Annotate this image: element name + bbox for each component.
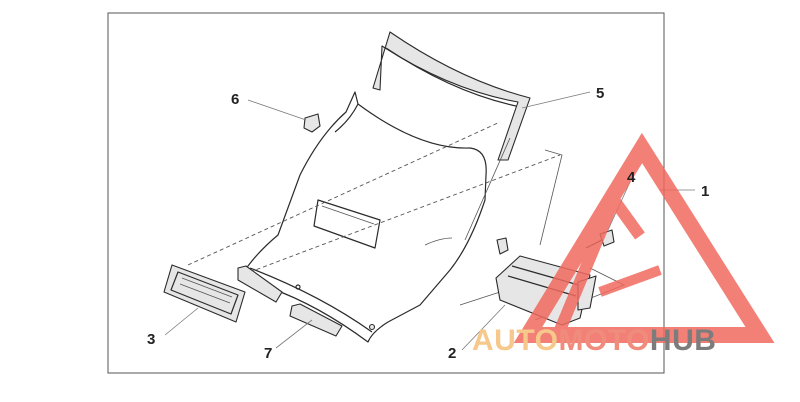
part-5-trim-strip (372, 31, 531, 161)
callout-7: 7 (264, 345, 272, 362)
callout-3: 3 (147, 331, 155, 348)
callout-5: 5 (596, 85, 604, 102)
watermark-part1: AUTO (472, 324, 558, 357)
callout-4: 4 (627, 169, 636, 186)
part-3-vent-grille (163, 264, 246, 323)
watermark-part2: MOTO (558, 324, 649, 357)
clip-near-bracket (496, 237, 509, 255)
windscreen-panel (244, 91, 487, 343)
watermark-text: AUTOMOTOHUB (472, 324, 716, 357)
leader-lines (164, 91, 695, 351)
watermark-triangle-logo (513, 132, 775, 343)
callout-1: 1 (701, 183, 709, 200)
callout-2: 2 (448, 345, 456, 362)
part-7-foam-strips (237, 265, 343, 337)
part-6-clip (303, 113, 321, 133)
diagram-frame (107, 12, 665, 374)
callout-6: 6 (231, 91, 239, 108)
watermark-part3: HUB (650, 324, 717, 357)
